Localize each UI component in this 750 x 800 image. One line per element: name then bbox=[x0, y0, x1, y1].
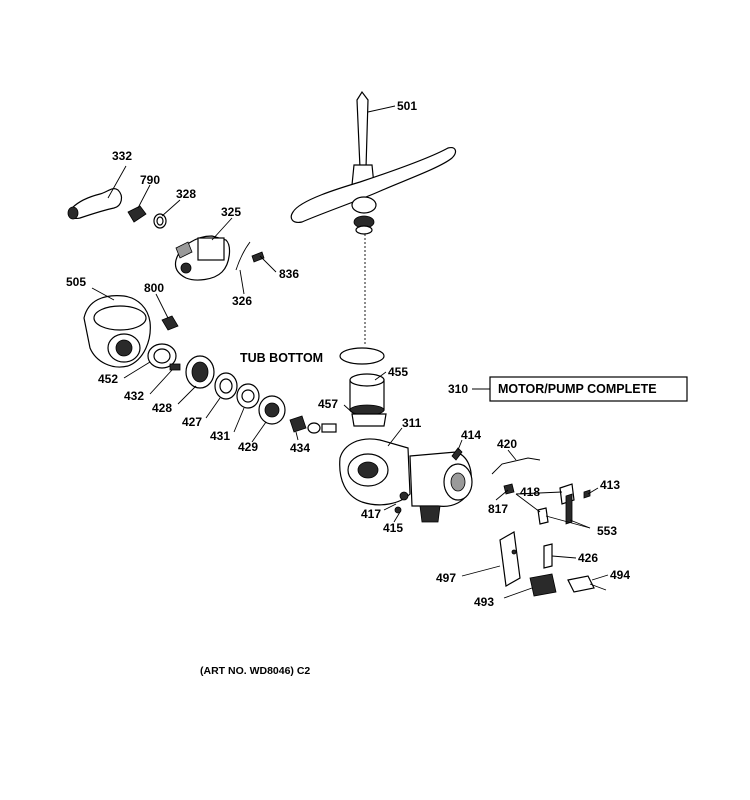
part-number-417: 417 bbox=[361, 507, 381, 521]
motor-pump-complete-label: MOTOR/PUMP COMPLETE bbox=[498, 382, 657, 396]
part-number-328: 328 bbox=[176, 187, 196, 201]
part-number-553: 553 bbox=[597, 524, 617, 538]
part-number-415: 415 bbox=[383, 521, 403, 535]
sump-drawing bbox=[83, 295, 179, 368]
part-number-429: 429 bbox=[238, 440, 258, 454]
assembly-ref-number: 310 bbox=[448, 382, 468, 396]
part-number-497: 497 bbox=[436, 571, 456, 585]
part-number-426: 426 bbox=[578, 551, 598, 565]
part-number-493: 493 bbox=[474, 595, 494, 609]
hose-drawing bbox=[67, 188, 167, 229]
part-number-452: 452 bbox=[98, 372, 118, 386]
part-number-418: 418 bbox=[520, 485, 540, 499]
part-number-labels: 501 332 790 328 325 836 326 505 800 455 … bbox=[66, 99, 688, 677]
part-number-494: 494 bbox=[610, 568, 630, 582]
part-number-311: 311 bbox=[402, 416, 422, 430]
part-number-836: 836 bbox=[279, 267, 299, 281]
motor-pump-complete-box bbox=[489, 376, 688, 402]
part-number-505: 505 bbox=[66, 275, 86, 289]
part-number-817: 817 bbox=[488, 502, 508, 516]
spray-arm-drawing bbox=[290, 90, 457, 345]
part-number-332: 332 bbox=[112, 149, 132, 163]
part-number-431: 431 bbox=[210, 429, 230, 443]
part-number-414: 414 bbox=[461, 428, 481, 442]
part-number-434: 434 bbox=[290, 441, 310, 455]
part-number-427: 427 bbox=[182, 415, 202, 429]
part-number-501: 501 bbox=[397, 99, 417, 113]
part-number-428: 428 bbox=[152, 401, 172, 415]
part-number-457: 457 bbox=[318, 397, 338, 411]
tub-seal-drawing bbox=[339, 347, 387, 427]
part-number-800: 800 bbox=[144, 281, 164, 295]
part-number-326: 326 bbox=[232, 294, 252, 308]
part-number-790: 790 bbox=[140, 173, 160, 187]
art-number-label: (ART NO. WD8046) C2 bbox=[200, 665, 310, 677]
part-number-432: 432 bbox=[124, 389, 144, 403]
switch-parts-drawing bbox=[499, 483, 607, 597]
tub-bottom-label: TUB BOTTOM bbox=[240, 351, 323, 365]
part-number-325: 325 bbox=[221, 205, 241, 219]
leader-lines bbox=[91, 105, 609, 599]
pump-components-drawing bbox=[147, 343, 337, 434]
part-number-455: 455 bbox=[388, 365, 408, 379]
part-number-420: 420 bbox=[497, 437, 517, 451]
motor-drawing bbox=[339, 438, 541, 523]
drain-pump-drawing bbox=[174, 235, 265, 281]
part-number-413: 413 bbox=[600, 478, 620, 492]
